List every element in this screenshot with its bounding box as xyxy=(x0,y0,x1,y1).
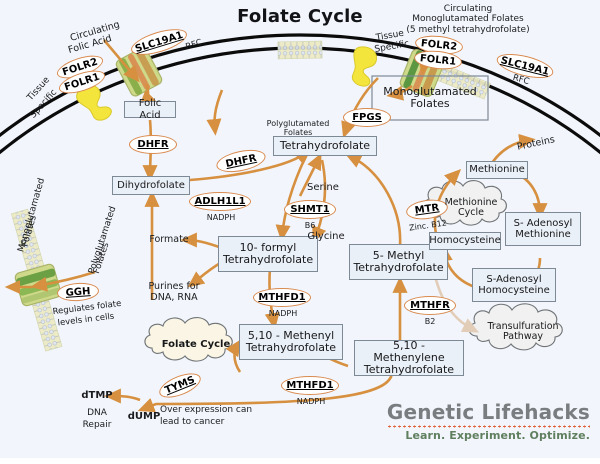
enzyme-mthfd1-lower: MTHFD1 xyxy=(281,376,339,395)
arrow-dihydrofolate-to-thf xyxy=(189,148,312,182)
enzyme-mthfd1-upper: MTHFD1 xyxy=(253,288,311,307)
cofactor-shmt1-b6: B6 xyxy=(304,221,316,230)
folate-cycle-cloud-shape xyxy=(144,317,233,362)
label-tyms-note-line1: Over expression can xyxy=(160,405,253,415)
node-methionine: Methionine xyxy=(466,161,528,179)
cloud-label-methionine-cycle: Methionine Cycle xyxy=(444,196,498,218)
node-s-adenosyl-homocysteine: S-Adenosyl Homocysteine xyxy=(472,268,556,302)
enzyme-mthfr: MTHFR xyxy=(404,296,456,315)
label-circulating-mono-line3: (5 methyl tetrahydrofolate) xyxy=(406,25,530,35)
transulfuration-cloud-shape xyxy=(468,303,563,351)
monoglutamated-folates-box-outline xyxy=(371,75,489,121)
arrow-thf-to-10formyl xyxy=(275,157,307,242)
node-homocysteine: Homocysteine xyxy=(429,232,501,250)
node-510-methenylene-tetrahydrofolate: 5,10 - Methenylene Tetrahydrofolate xyxy=(354,339,464,376)
node-510-methenyl-tetrahydrofolate: 5,10 - Methenyl Tetrahydrofolate xyxy=(239,324,343,360)
enzyme-dhfr-upper: DHFR xyxy=(129,135,177,154)
arrow-methenylene-riser-to-thf xyxy=(225,339,242,373)
brand-divider-dots xyxy=(386,425,590,428)
node-s-adenosyl-methionine: S- Adenosyl Methionine xyxy=(505,212,581,246)
arrow-10formyl-to-formate xyxy=(180,232,223,250)
node-tetrahydrofolate: Tetrahydrofolate xyxy=(273,136,377,156)
page-title: Folate Cycle xyxy=(237,6,363,27)
arrow-mono-folates-to-thf xyxy=(341,77,379,139)
cofactor-mthfd1-lower-nadph: NADPH xyxy=(296,397,326,406)
brand-name: Genetic Lifehacks xyxy=(386,400,590,424)
label-formate: Formate xyxy=(149,234,189,245)
label-purines-line2: DNA, RNA xyxy=(150,292,198,303)
label-dump: dUMP xyxy=(127,411,161,422)
node-monoglutamated-folates: Monoglutamated Folates xyxy=(383,84,477,110)
enzyme-fpgs: FPGS xyxy=(343,108,391,127)
brand-logo: Genetic Lifehacks Learn. Experiment. Opt… xyxy=(386,400,590,442)
cloud-label-transulfuration-pathway: Transulfuration Pathway xyxy=(487,320,559,342)
label-circulating-mono-line2: Monoglutamated Folates xyxy=(412,14,524,24)
folr-receptor-left xyxy=(76,84,112,121)
arrow-circulating-folic-acid xyxy=(103,39,140,83)
arrow-right-transporter-to-box xyxy=(386,84,413,101)
node-10-formyl-tetrahydrofolate: 10- formyl Tetrahydrofolate xyxy=(218,236,318,272)
label-glycine: Glycine xyxy=(307,231,345,242)
cofactor-mthfr-b2: B2 xyxy=(424,317,436,326)
arrow-serine-to-thf xyxy=(298,152,322,197)
arrow-ggh-poly-to-mono xyxy=(30,270,96,292)
arrow-dump-to-dtmp xyxy=(104,388,141,404)
arrow-5methyl-to-thf xyxy=(344,153,402,247)
cofactor-mthfd1-upper-nadph: NADPH xyxy=(268,309,298,318)
label-tyms-note-line2: lead to cancer xyxy=(160,417,225,427)
label-circulating-mono-line1: Circulating xyxy=(443,4,493,14)
label-polyglutamated-folates-top-line2: Folates xyxy=(283,128,313,137)
arrow-methenylene-to-dump xyxy=(137,371,394,413)
cloud-label-folate-cycle: Folate Cycle xyxy=(161,338,231,350)
arrow-fpgs-left-curve xyxy=(206,89,224,136)
enzyme-shmt1: SHMT1 xyxy=(284,200,336,219)
node-dihydrofolate: Dihydrofolate xyxy=(112,176,190,195)
label-dna-repair-line2: Repair xyxy=(82,420,112,430)
label-serine: Serine xyxy=(307,182,339,193)
brand-tagline: Learn. Experiment. Optimize. xyxy=(405,429,590,442)
methionine-cycle-cloud-shape xyxy=(423,180,507,226)
cofactor-adlh1l1-nadph: NADPH xyxy=(206,213,236,222)
label-purines-line1: Purines for xyxy=(148,281,200,292)
folr-receptor-right xyxy=(351,46,378,87)
label-dtmp: dTMP xyxy=(81,390,113,401)
node-5-methyl-tetrahydrofolate: 5- Methyl Tetrahydrofolate xyxy=(349,244,448,280)
node-folic-acid: Folic Acid xyxy=(124,98,176,121)
label-dna-repair-line1: DNA xyxy=(87,408,107,418)
enzyme-adlh1l1: ADLH1L1 xyxy=(189,192,251,211)
label-polyglutamated-folates-top-line1: Polyglutamated xyxy=(266,119,330,128)
